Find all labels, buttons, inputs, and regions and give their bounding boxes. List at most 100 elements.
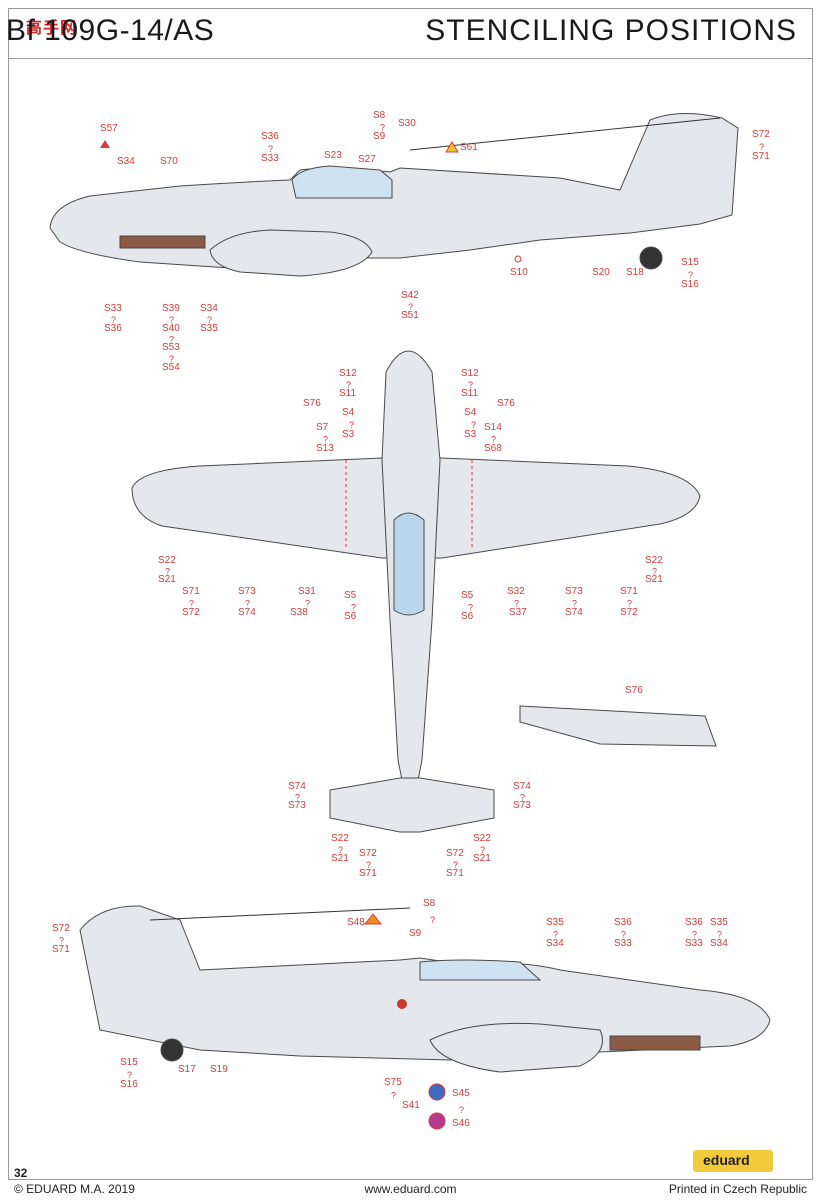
label-s35b: S35 (546, 917, 564, 928)
page-number: 32 (14, 1166, 28, 1180)
label-separator-glyph: ? (207, 315, 212, 325)
label-s20: S20 (592, 267, 610, 278)
label-s18: S18 (626, 267, 644, 278)
label-s33a: S33 (261, 153, 279, 164)
label-s5a: S5 (344, 590, 357, 601)
label-s22a: S22 (158, 555, 176, 566)
canopy-plan (393, 512, 425, 616)
label-s53: S53 (162, 342, 180, 353)
label-separator-glyph: ? (430, 915, 435, 925)
label-s51: S51 (401, 310, 419, 321)
label-s12a: S12 (339, 368, 357, 379)
label-separator-glyph: ? (627, 599, 632, 609)
page-title-aircraft: Bf 109G-14/AS (6, 14, 215, 47)
label-s72b: S72 (182, 607, 200, 618)
label-s9b: S9 (409, 928, 422, 939)
s48-warning-icon (363, 913, 383, 925)
label-s13: S13 (316, 443, 334, 454)
website-text: www.eduard.com (364, 1182, 457, 1196)
label-s32: S32 (507, 586, 525, 597)
label-s46: S46 (452, 1118, 470, 1129)
label-s16b: S16 (120, 1079, 138, 1090)
label-separator-glyph: ? (189, 599, 194, 609)
label-s15b: S15 (120, 1057, 138, 1068)
label-separator-glyph: ? (491, 435, 496, 445)
label-separator-glyph: ? (391, 1091, 396, 1101)
label-s35c: S35 (710, 917, 728, 928)
label-s38: S38 (290, 607, 308, 618)
label-s37: S37 (509, 607, 527, 618)
label-separator-glyph: ? (169, 335, 174, 345)
label-s6b: S6 (461, 611, 474, 622)
label-s34c: S34 (546, 938, 564, 949)
label-s73c: S73 (288, 800, 306, 811)
label-separator-glyph: ? (380, 123, 385, 133)
label-separator-glyph: ? (268, 144, 273, 154)
copyright-text: © EDUARD M.A. 2019 (14, 1182, 135, 1196)
antenna-wire-top (409, 117, 721, 151)
reference-lines (345, 460, 473, 548)
label-s33d: S33 (685, 938, 703, 949)
label-s36a: S36 (261, 131, 279, 142)
label-s72d: S72 (359, 848, 377, 859)
stencil-labels-plan: S12 S11 S12 S11 S76 S4 S3 S7 S13 S76 S4 … (158, 368, 663, 879)
label-separator-glyph: ? (111, 315, 116, 325)
label-s74d: S74 (513, 781, 531, 792)
s10-target-icon (514, 255, 522, 263)
label-s5b: S5 (461, 590, 474, 601)
label-separator-glyph: ? (323, 435, 328, 445)
label-separator-glyph: ? (652, 567, 657, 577)
stencil-labels-side-bottom: S72 S71 S48 S8 S9 S35 S34 S36 S33 S36 S3… (52, 898, 728, 1129)
s57-warning-icon (100, 140, 110, 148)
title-divider (8, 58, 813, 59)
antenna-wire-bottom (149, 907, 411, 921)
label-s73b: S73 (565, 586, 583, 597)
label-s45: S45 (452, 1088, 470, 1099)
label-separator-glyph: ? (127, 1070, 132, 1080)
label-s33c: S33 (614, 938, 632, 949)
label-s61: S61 (460, 142, 478, 153)
stencil-markers (100, 140, 522, 1130)
label-separator-glyph: ? (553, 930, 558, 940)
exhaust-bottom (609, 1035, 701, 1051)
label-separator-glyph: ? (59, 936, 64, 946)
label-s31: S31 (298, 586, 316, 597)
canopy-bottom (419, 959, 542, 981)
label-s23: S23 (324, 150, 342, 161)
label-s71a: S71 (752, 151, 770, 162)
label-s72f: S72 (52, 923, 70, 934)
label-separator-glyph: ? (346, 380, 351, 390)
label-s36d: S36 (685, 917, 703, 928)
label-s11a: S11 (339, 388, 356, 399)
label-s30: S30 (398, 118, 416, 129)
label-s70: S70 (160, 156, 178, 167)
label-s14: S14 (484, 422, 502, 433)
label-separator-glyph: ? (305, 599, 310, 609)
label-s36c: S36 (614, 917, 632, 928)
tailwheel-bottom (160, 1038, 184, 1062)
label-s19: S19 (210, 1064, 228, 1075)
s45-blue-roundel-icon (428, 1083, 446, 1101)
printed-text: Printed in Czech Republic (668, 1182, 807, 1196)
label-s8b: S8 (423, 898, 436, 909)
brand-text: eduard (703, 1152, 750, 1168)
label-separator-glyph: ? (169, 354, 174, 364)
label-s35a: S35 (200, 323, 218, 334)
label-s22d: S22 (473, 833, 491, 844)
label-s39: S39 (162, 303, 180, 314)
label-separator-glyph: ? (408, 302, 413, 312)
label-s27: S27 (358, 154, 376, 165)
label-separator-glyph: ? (572, 599, 577, 609)
label-s21d: S21 (473, 853, 491, 864)
label-s76a: S76 (303, 398, 321, 409)
label-separator-glyph: ? (453, 860, 458, 870)
label-s74a: S74 (238, 607, 256, 618)
label-s74b: S74 (565, 607, 583, 618)
label-s21c: S21 (331, 853, 349, 864)
label-s72c: S72 (620, 607, 638, 618)
label-separator-glyph: ? (468, 603, 473, 613)
label-s76c: S76 (625, 685, 643, 696)
tailplane-plan (329, 777, 495, 833)
label-s36b: S36 (104, 323, 122, 334)
